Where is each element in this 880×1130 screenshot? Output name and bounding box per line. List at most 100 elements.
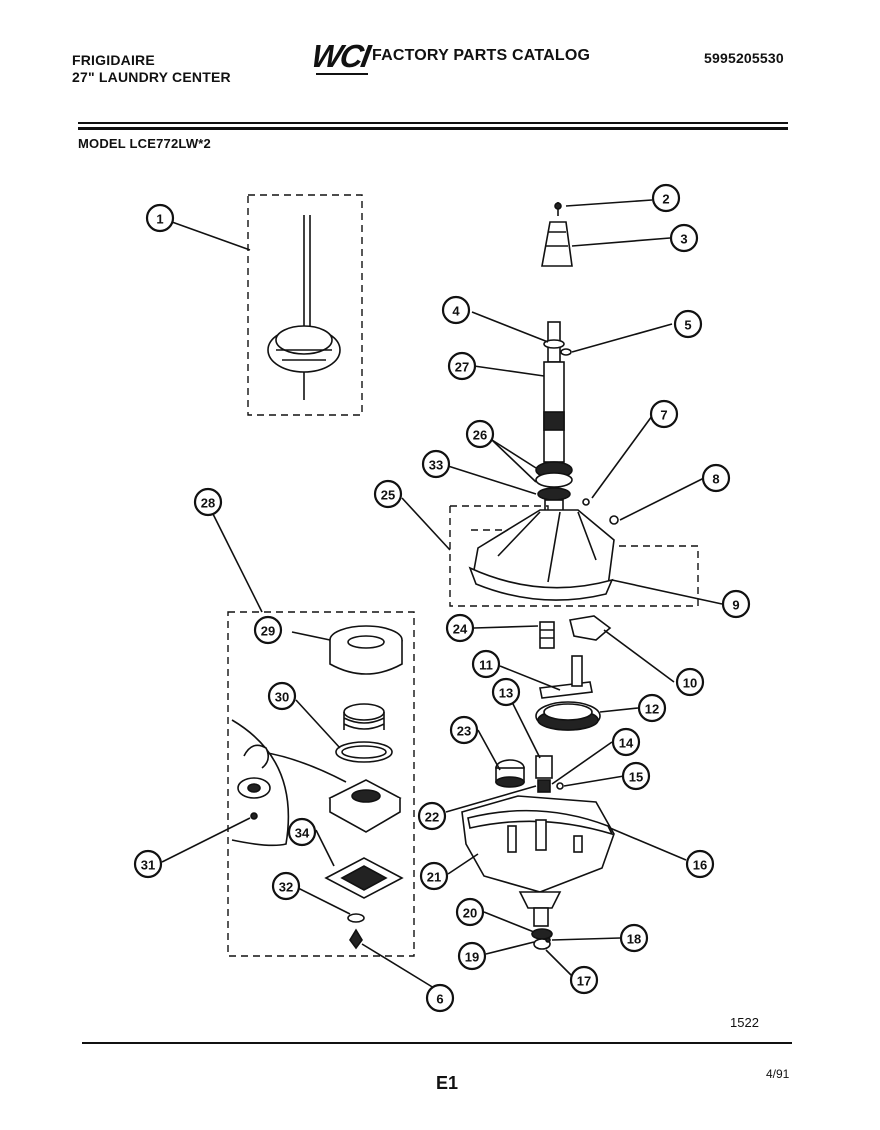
callout-34: 34 [287,817,317,847]
part-3-dashed-frame [247,194,363,416]
callout-label: 16 [693,858,707,873]
part-31-snap-ring [243,744,270,769]
callout-label: 34 [295,826,310,841]
seal-block-bore [351,789,381,803]
part-30-ring-inner [341,745,387,759]
part-32-washer [347,913,365,923]
callout-circle [669,223,699,253]
callout-18: 18 [619,923,649,953]
callout-label: 27 [455,360,469,375]
part-28-seal-kit [227,611,415,957]
callout-22: 22 [417,801,447,831]
callout-circle [193,487,223,517]
callout-label: 25 [381,488,395,503]
callout-circle [457,941,487,971]
callout-circle [287,817,317,847]
brand-block: FRIGIDAIRE 27" LAUNDRY CENTER [72,52,231,86]
part-7-screw [582,498,590,506]
main-drive-shaft [535,321,573,521]
callout-circle [619,923,649,953]
callout-circle [455,897,485,927]
part-25-upper-housing [449,498,699,607]
callout-label: 33 [429,458,443,473]
callout-14: 14 [611,727,641,757]
part-31-detail [231,719,347,847]
callout-label: 10 [683,676,697,691]
part-26-seal-lower [535,472,573,488]
header-rule-bottom [78,127,788,130]
callout-circle [465,419,495,449]
callout-20: 20 [455,897,485,927]
logo-underline [316,73,368,75]
callout-circle [611,727,641,757]
part-12-gear-face [543,703,593,721]
part-23-gear-base [495,776,525,788]
callout-31: 31 [133,849,163,879]
callout-21: 21 [419,861,449,891]
callout-label: 4 [452,304,460,319]
callout-label: 9 [732,598,739,613]
callout-label: 24 [453,622,468,637]
part-29-tub-seal-hole [347,635,385,649]
callout-label: 11 [479,658,493,673]
callout-label: 30 [275,690,289,705]
part-9-gasket [468,566,614,601]
housing-post-1 [507,825,517,853]
callout-circle [621,761,651,791]
part-6-screw [349,928,363,950]
part-2-cap [541,221,573,267]
part-31-bearing-center [247,783,261,793]
callout-circle [569,965,599,995]
callout-label: 19 [465,950,479,965]
product-line: 27" LAUNDRY CENTER [72,69,231,85]
callout-8: 8 [701,463,731,493]
footer-rule [82,1042,792,1044]
callout-10: 10 [675,667,705,697]
callout-circle [419,861,449,891]
callout-26: 26 [465,419,495,449]
callout-circle [421,449,451,479]
part-34-boot-center [340,865,388,891]
callout-label: 28 [201,496,215,511]
callout-17: 17 [569,965,599,995]
part-16-rim [467,809,614,836]
catalog-title: FACTORY PARTS CATALOG [372,47,591,64]
part-29-tub-seal [329,640,403,675]
part-14-shaft-gear [537,779,551,793]
callout-25: 25 [373,479,403,509]
callout-circle [133,849,163,879]
callout-circle [373,479,403,509]
catalog-part-number: 5995205530 [704,50,784,66]
callout-16: 16 [685,849,715,879]
callout-label: 31 [141,858,155,873]
part-5-clip [560,348,572,356]
callout-circle [417,801,447,831]
callout-7: 7 [649,399,679,429]
part-18-ring [545,937,551,943]
callout-11: 11 [471,649,501,679]
callout-label: 13 [499,686,513,701]
header-rule-top [78,122,788,124]
callout-19: 19 [457,941,487,971]
callout-circle [271,871,301,901]
callout-label: 7 [660,408,667,423]
callout-label: 12 [645,702,659,717]
part-3-drum-ribs [276,349,332,361]
spring-coil-top [343,703,385,721]
callout-circle [441,295,471,325]
callout-label: 23 [457,724,471,739]
seal-block-sides [329,798,401,833]
callout-circle [721,589,751,619]
diagram-number: 1522 [730,1015,759,1030]
callout-13: 13 [491,677,521,707]
part-24-pinion [539,621,555,649]
model-number: MODEL LCE772LW*2 [78,136,211,151]
callout-23: 23 [449,715,479,745]
callout-circle [491,677,521,707]
callout-circle [253,615,283,645]
callout-circle [685,849,715,879]
callout-6: 6 [425,983,455,1013]
part-3-drum-top [275,325,333,355]
callout-label: 3 [680,232,687,247]
